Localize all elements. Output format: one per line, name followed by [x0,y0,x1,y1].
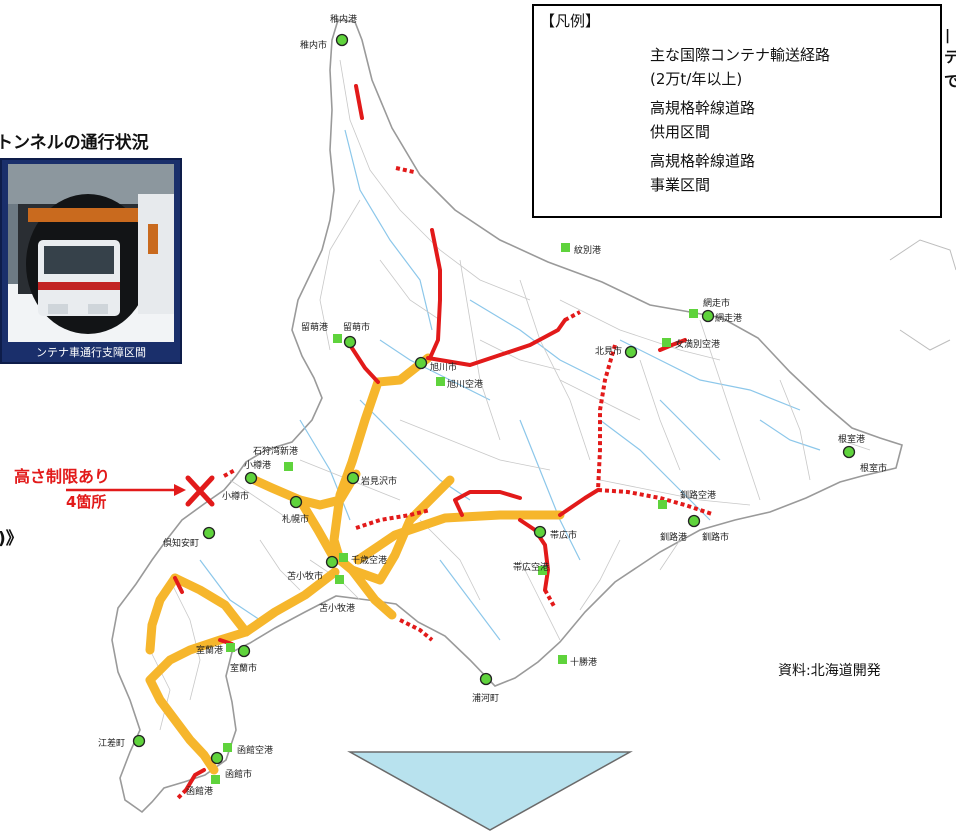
right-partial-top: テ [944,48,956,66]
legend-item3-line2: 事業区間 [650,176,711,194]
label-kushiro-port: 釧路港 [660,533,688,543]
label-otaru-port: 小樽港 [244,461,272,471]
label-muroran-city: 室蘭市 [230,664,258,674]
label-kutchan-town: 倶知安町 [163,539,200,549]
legend-item2-line2: 供用区間 [650,123,711,141]
legend-item3-line1: 高規格幹線道路 [650,152,756,170]
right-partial-mid: で [944,72,956,90]
rivers [199,129,821,641]
label-sapporo-city: 札幌市 [282,515,310,525]
label-chitose-airport: 千歳空港 [351,556,388,566]
label-otaru-city: 小樽市 [222,492,250,502]
label-asahikawa-airport: 旭川空港 [447,380,484,390]
label-tomakomai-city: 苫小牧市 [287,572,324,582]
city-markers [132,33,856,765]
legend-item1-line1: 主な国際コンテナ輸送経路 [650,46,831,64]
highways-under-construction [176,166,713,800]
label-kushiro-city: 釧路市 [702,533,730,543]
partial-left-text: )》 [0,529,23,549]
label-abashiri-city: 網走市 [703,299,731,309]
label-ishikari-port: 石狩湾新港 [253,447,299,457]
label-asahikawa-city: 旭川市 [430,363,458,373]
label-obihiro-city: 帯広市 [550,531,578,541]
height-limit-line1: 高さ制限あり [14,467,111,486]
height-limit-arrow [66,475,215,507]
label-tokachi-port: 十勝港 [570,658,598,668]
legend-box: 【凡例】 主な国際コンテナ輸送経路 (2万t/年以上) 高規格幹線道路 供用区間… [532,4,942,218]
label-obihiro-airport: 帯広空港 [513,563,550,573]
label-kitami-city: 北見市 [595,347,623,357]
down-arrow [347,751,633,831]
label-urakawa-town: 浦河町 [472,694,500,704]
tunnel-photo-panel: ンテナ車通行支障区間 [0,158,182,364]
label-tomakomai-port: 苫小牧港 [319,604,356,614]
legend-item1-line2: (2万t/年以上) [650,70,743,88]
label-hakodate-port: 函館港 [186,787,214,797]
label-hakodate-city: 函館市 [225,770,253,780]
label-memanbetsu-airport: 女満別空港 [675,340,721,350]
label-abashiri-port: 網走港 [715,314,743,324]
label-hakodate-airport: 函館空港 [237,746,274,756]
label-esashi-town: 江差町 [98,739,126,749]
label-nemuro-port: 根室港 [838,435,866,445]
label-rumoi-port: 留萌港 [301,323,329,333]
legend-title: 【凡例】 [540,12,601,30]
label-muroran-port: 室蘭港 [196,646,224,656]
photo-caption: ンテナ車通行支障区間 [36,346,146,359]
tunnel-photo [8,164,174,342]
label-monbetsu-port: 紋別港 [574,246,602,256]
label-kushiro-airport: 釧路空港 [680,491,717,501]
legend-item2-line1: 高規格幹線道路 [650,99,756,117]
highways-in-service [173,84,687,792]
right-partial-bracket: | [945,28,951,44]
label-rumoi-city: 留萌市 [343,323,371,333]
tunnel-heading: トンネルの通行状況 [0,133,149,153]
height-limit-line2: 4箇所 [66,493,107,511]
source-text: 資料:北海道開発 [778,663,881,679]
label-wakkanai-city: 稚内市 [300,41,328,51]
label-nemuro-city: 根室市 [860,464,888,474]
label-wakkanai-port: 稚内港 [330,15,358,25]
label-iwamizawa-city: 岩見沢市 [361,477,398,487]
port-airport-markers [211,243,698,784]
